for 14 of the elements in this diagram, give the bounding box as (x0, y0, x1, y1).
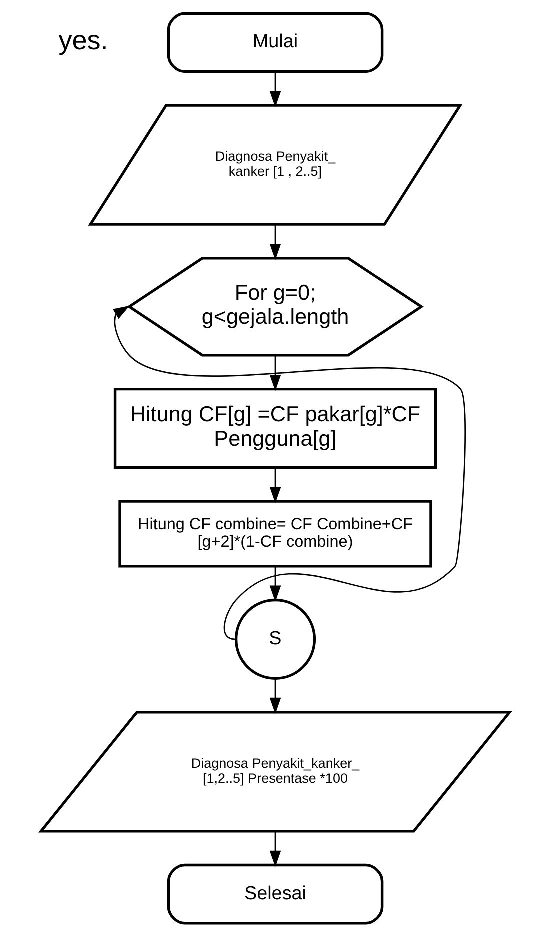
arrow (269, 224, 281, 260)
node-box: Selesai (166, 864, 384, 925)
arrow (112, 306, 466, 640)
node-box: Mulai (166, 12, 384, 74)
node-box: Hitung CF[g] =CF pakar[g]*CF Pengguna[g] (113, 388, 437, 470)
arrow (269, 356, 281, 392)
arrow (269, 72, 281, 108)
arrow (269, 678, 281, 714)
arrow (269, 566, 281, 602)
arrow (269, 832, 281, 868)
node-box: Hitung CF combine= CF Combine+CF [g+2]*(1-CF combine) (118, 500, 432, 568)
node-circle: S (234, 598, 316, 680)
label: yes. (58, 25, 108, 56)
arrow (269, 468, 281, 504)
